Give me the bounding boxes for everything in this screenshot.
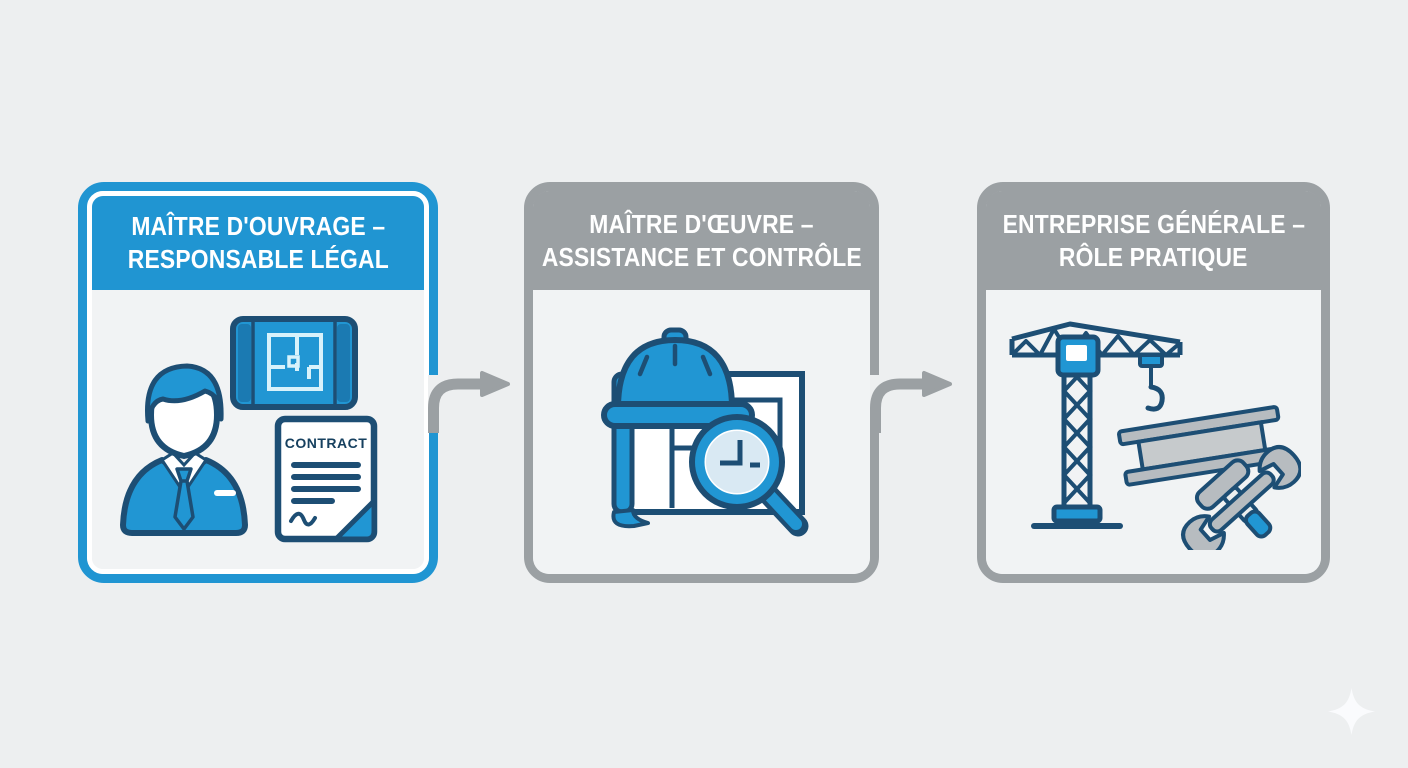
card-inner: MAÎTRE D'ŒUVRE – ASSISTANCE ET CONTRÔLE bbox=[533, 191, 870, 574]
card-maitre-douvrage: MAÎTRE D'OUVRAGE – RESPONSABLE LÉGAL bbox=[78, 182, 438, 583]
card-title-line2: RÔLE PRATIQUE bbox=[1059, 241, 1248, 272]
card-inner-outline: MAÎTRE D'OUVRAGE – RESPONSABLE LÉGAL bbox=[87, 191, 429, 574]
crane-trolley bbox=[1138, 352, 1164, 368]
construction-illustration bbox=[1009, 321, 1301, 550]
card-title-line2: ASSISTANCE ET CONTRÔLE bbox=[541, 241, 862, 272]
card-body: CONTRACT bbox=[92, 290, 424, 569]
card-header: MAÎTRE D'ŒUVRE – ASSISTANCE ET CONTRÔLE bbox=[533, 191, 870, 290]
card-title-line2: RESPONSABLE LÉGAL bbox=[127, 244, 389, 274]
card-title-line1: ENTREPRISE GÉNÉRALE – bbox=[1002, 208, 1305, 239]
owner-illustration: CONTRACT bbox=[119, 315, 377, 542]
card-entreprise-generale: ENTREPRISE GÉNÉRALE – RÔLE PRATIQUE bbox=[977, 182, 1330, 583]
card-header: ENTREPRISE GÉNÉRALE – RÔLE PRATIQUE bbox=[986, 191, 1321, 290]
contract-icon: CONTRACT bbox=[274, 415, 377, 542]
card-body bbox=[986, 290, 1321, 574]
card-inner: ENTREPRISE GÉNÉRALE – RÔLE PRATIQUE bbox=[986, 191, 1321, 574]
sparkle-icon bbox=[1328, 688, 1375, 735]
card-header: MAÎTRE D'OUVRAGE – RESPONSABLE LÉGAL bbox=[92, 196, 424, 290]
card-body bbox=[533, 290, 870, 574]
hardhat-icon bbox=[601, 327, 755, 429]
card-title-line1: MAÎTRE D'ŒUVRE – bbox=[589, 208, 814, 239]
arrow-icon bbox=[428, 378, 482, 433]
crane-hook-icon bbox=[1145, 384, 1165, 412]
blueprint-icon bbox=[229, 315, 358, 410]
magnifier-icon bbox=[689, 414, 809, 537]
flow-arrow-2 bbox=[870, 371, 952, 433]
steel-beam-icon bbox=[1117, 404, 1287, 487]
businessman-icon bbox=[119, 363, 248, 536]
contract-label: CONTRACT bbox=[284, 435, 367, 451]
crane-icon bbox=[1009, 321, 1183, 529]
arrow-head bbox=[480, 371, 510, 397]
supervision-illustration bbox=[601, 327, 809, 537]
flow-arrow-1 bbox=[428, 371, 510, 433]
arrow-icon bbox=[870, 378, 924, 433]
arrow-head bbox=[922, 371, 952, 397]
card-maitre-doeuvre: MAÎTRE D'ŒUVRE – ASSISTANCE ET CONTRÔLE bbox=[524, 182, 879, 583]
wrench-icon bbox=[1181, 444, 1301, 550]
card-title-line1: MAÎTRE D'OUVRAGE – bbox=[131, 211, 385, 241]
